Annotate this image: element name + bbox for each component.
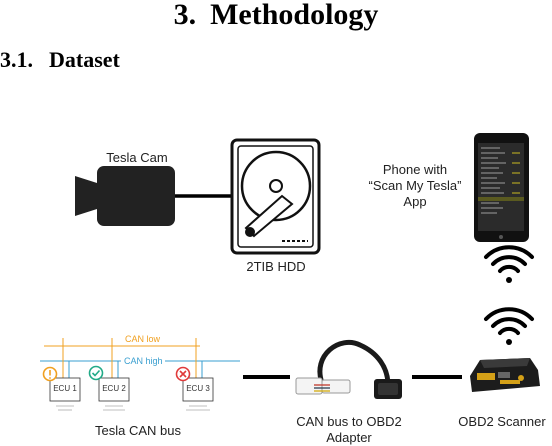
adapter-cable-icon: [295, 339, 402, 399]
phone-icon: [474, 133, 529, 242]
error-icon: [175, 366, 191, 382]
ecu-1-box: [49, 377, 81, 402]
can-high-label: CAN high: [124, 356, 163, 366]
hdd-label: 2TIB HDD: [246, 259, 306, 274]
obd2-scanner-icon: [470, 358, 540, 392]
ecu-3-box: [182, 377, 214, 402]
phone-caption-line-2: “Scan My Tesla”: [368, 178, 462, 193]
subsection-heading: 3.1. Dataset: [0, 47, 120, 73]
wifi-icon: [484, 245, 534, 283]
ecu-1-label: ECU 1: [53, 384, 77, 393]
phone-caption: Phone with “Scan My Tesla” App: [355, 162, 475, 210]
check-icon: [88, 365, 104, 381]
phone-caption-line-1: Phone with: [382, 162, 448, 177]
adapter-caption-line-1: CAN bus to OBD2: [296, 414, 402, 429]
phone-caption-line-3: App: [403, 194, 427, 209]
ecu-3-label: ECU 3: [186, 384, 210, 393]
can-bus-diagram: ECU 1 ECU 2 ECU 3 CAN low CAN high: [40, 334, 240, 411]
can-low-label: CAN low: [125, 334, 161, 344]
wifi-icon: [484, 307, 534, 345]
camera-icon: [75, 166, 175, 226]
ecu-2-box: [98, 377, 130, 402]
obd2-scanner-label: OBD2 Scanner: [458, 414, 546, 429]
adapter-caption: CAN bus to OBD2 Adapter: [284, 414, 414, 446]
hdd-icon: [230, 138, 321, 255]
warning-icon: [42, 366, 58, 382]
tesla-can-bus-label: Tesla CAN bus: [95, 423, 181, 438]
adapter-caption-line-2: Adapter: [326, 430, 372, 445]
section-number: 3.: [173, 0, 197, 31]
subsection-title: Dataset: [49, 47, 120, 72]
section-heading: 3. Methodology: [0, 0, 552, 30]
ecu-2-label: ECU 2: [102, 384, 126, 393]
tesla-cam-label: Tesla Cam: [106, 150, 168, 165]
subsection-number: 3.1.: [0, 47, 33, 72]
section-title: Methodology: [210, 0, 379, 31]
